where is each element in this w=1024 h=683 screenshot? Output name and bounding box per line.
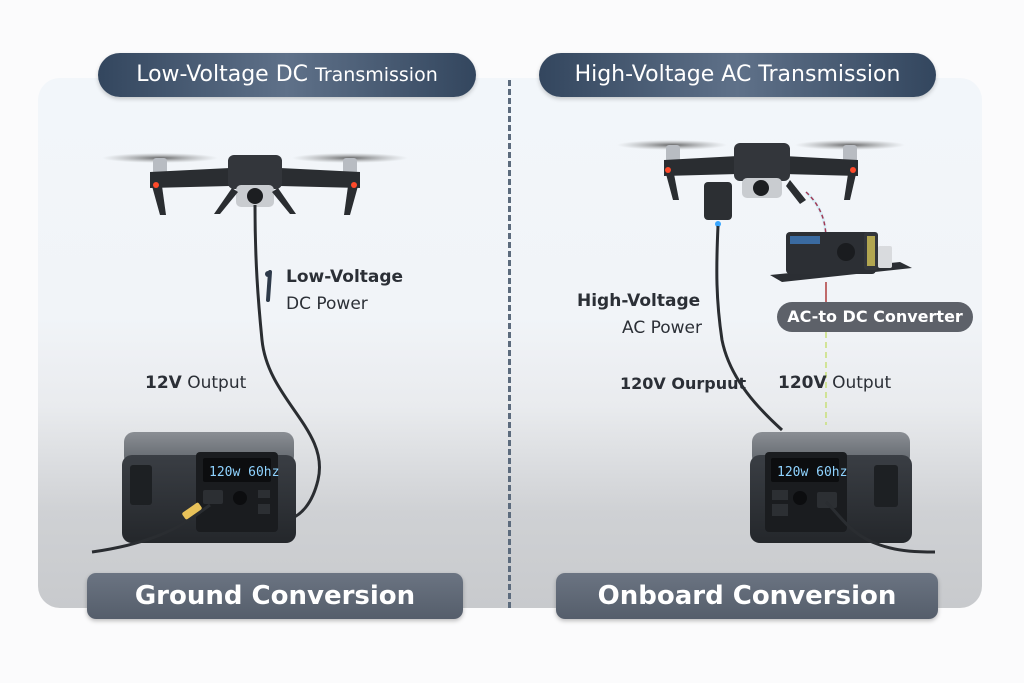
right-title: High-Voltage AC Transmission	[574, 62, 901, 87]
right-output-left-label: 120V Ourpuut	[620, 374, 747, 393]
left-title-pill: Low-Voltage DC Transmission	[98, 53, 476, 97]
left-power-station-icon: 120w 60hz	[122, 432, 296, 543]
left-drone-icon	[102, 153, 408, 215]
right-title-pill: High-Voltage AC Transmission	[539, 53, 936, 97]
onboard-conversion-label: Onboard Conversion	[556, 573, 938, 619]
panel-divider	[508, 80, 511, 608]
ac-dc-converter-module-icon	[770, 232, 912, 282]
right-cable-label-line2: AC Power	[622, 318, 703, 338]
left-title-main: Low-Voltage DC	[136, 62, 309, 87]
left-output-text: Output	[187, 373, 247, 393]
svg-text:120w 60hz: 120w 60hz	[209, 465, 279, 480]
right-output-text: Output	[832, 373, 892, 393]
left-output-voltage: 12V	[145, 373, 182, 393]
right-output-voltage: 120V	[778, 373, 827, 393]
svg-text:120w 60hz: 120w 60hz	[777, 465, 847, 480]
right-drone-icon	[617, 140, 905, 227]
ground-conversion-label: Ground Conversion	[87, 573, 463, 619]
left-output-label: 12V Output	[145, 372, 246, 394]
right-power-station-icon: 120w 60hz	[750, 432, 912, 543]
right-output-label: 120V Output	[778, 372, 891, 394]
left-cable-label-line1: Low-Voltage	[286, 267, 404, 287]
left-cable-label-line2: DC Power	[286, 294, 368, 314]
left-title-suffix: Transmission	[315, 64, 438, 86]
right-cable-label-line1: High-Voltage	[577, 291, 701, 311]
converter-label: AC-to DC Converter	[777, 302, 973, 332]
